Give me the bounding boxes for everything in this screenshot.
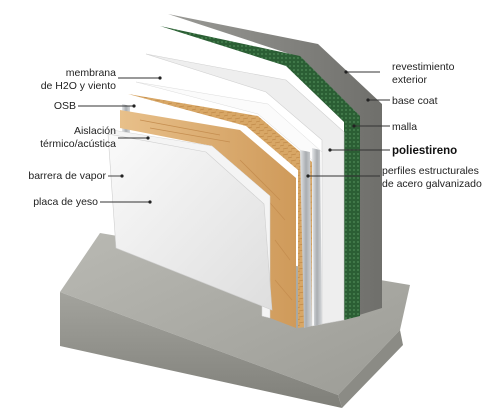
- svg-text:placa de yeso: placa de yeso: [33, 196, 98, 208]
- label-aislacion: Aislación térmico/acústica: [40, 125, 116, 150]
- polystyrene-layer: [145, 53, 345, 325]
- svg-text:de H2O y viento: de H2O y viento: [41, 80, 116, 92]
- svg-text:Aislación: Aislación: [74, 125, 116, 137]
- svg-text:malla: malla: [392, 121, 417, 133]
- svg-text:revestimiento: revestimiento: [392, 61, 455, 73]
- leader-lines-left: [78, 76, 162, 204]
- label-barrera: barrera de vapor: [28, 170, 106, 182]
- svg-text:membrana: membrana: [66, 67, 116, 79]
- svg-text:de acero galvanizado: de acero galvanizado: [382, 178, 482, 190]
- label-placa: placa de yeso: [33, 196, 98, 208]
- label-basecoat: base coat: [392, 95, 438, 107]
- svg-text:base coat: base coat: [392, 95, 438, 107]
- exterior-render-layer: [168, 14, 382, 316]
- label-poliestireno: poliestireno: [392, 145, 457, 157]
- label-malla: malla: [392, 121, 417, 133]
- svg-text:barrera de vapor: barrera de vapor: [28, 170, 106, 182]
- leader-lines-right: [306, 70, 390, 178]
- svg-text:exterior: exterior: [392, 74, 428, 86]
- label-revestimiento: revestimiento exterior: [392, 61, 455, 86]
- svg-text:poliestireno: poliestireno: [392, 145, 457, 157]
- svg-text:perfiles estructurales: perfiles estructurales: [382, 165, 479, 177]
- label-perfiles: perfiles estructurales de acero galvaniz…: [382, 165, 482, 190]
- gypsum-board: [107, 133, 273, 311]
- label-osb: OSB: [54, 100, 76, 112]
- svg-text:OSB: OSB: [54, 100, 76, 112]
- label-membrana: membrana de H2O y viento: [41, 67, 116, 92]
- svg-text:térmico/acústica: térmico/acústica: [40, 138, 116, 150]
